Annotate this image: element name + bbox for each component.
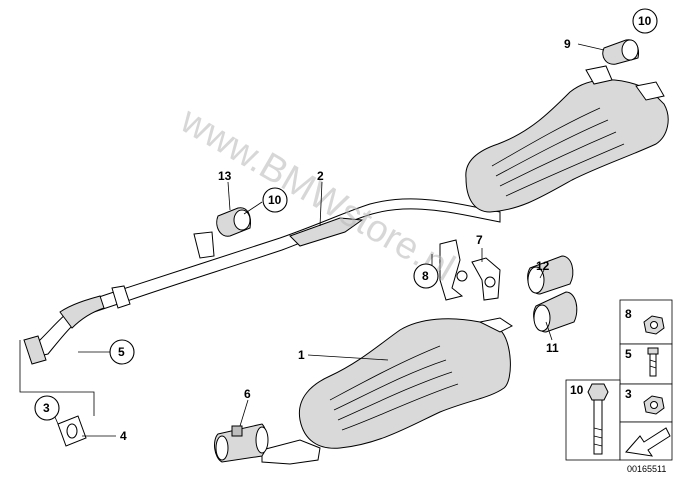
callout-7: 7 — [476, 233, 483, 247]
callout-10-mid: 10 — [268, 193, 282, 207]
callout-10-mid-circle — [262, 187, 288, 213]
callout-1: 1 — [298, 348, 305, 362]
tailpipe-trim-11[interactable] — [533, 291, 578, 333]
callout-11: 11 — [546, 341, 559, 355]
front-silencer[interactable] — [261, 317, 513, 465]
callout-9: 9 — [564, 37, 571, 51]
callout-10-top: 10 — [638, 14, 652, 28]
legend-3-label: 3 — [625, 387, 632, 401]
callout-3-circle — [34, 395, 60, 421]
gasket-4[interactable] — [57, 415, 87, 447]
rear-silencer[interactable] — [465, 65, 669, 213]
drawing-code: 00165511 — [627, 464, 666, 474]
direction-arrow-icon — [625, 427, 671, 457]
bolt-icon — [587, 383, 609, 455]
callout-5: 5 — [118, 345, 125, 359]
legend-8-label: 8 — [625, 307, 632, 321]
stud-icon — [647, 347, 659, 377]
callout-8-circle — [413, 263, 439, 289]
fastener-legend: 8 5 10 3 00165511 — [565, 299, 673, 474]
callout-6: 6 — [244, 387, 251, 401]
legend-10-label: 10 — [570, 383, 584, 397]
rubber-mount-9[interactable] — [602, 39, 639, 65]
bracket-7[interactable] — [439, 239, 501, 301]
callout-13: 13 — [218, 169, 232, 183]
callout-5-circle — [109, 339, 135, 365]
callout-4: 4 — [120, 429, 127, 443]
callout-2: 2 — [317, 169, 324, 183]
tailpipe-trim-12[interactable] — [527, 255, 574, 295]
legend-5-label: 5 — [625, 347, 632, 361]
callout-3: 3 — [43, 401, 50, 415]
callout-10-top-circle — [632, 8, 658, 34]
callout-8: 8 — [422, 269, 429, 283]
clamp-6[interactable] — [214, 423, 269, 463]
rubber-mount-13[interactable] — [216, 207, 251, 237]
center-pipe[interactable] — [23, 198, 501, 365]
callout-12: 12 — [536, 259, 550, 273]
